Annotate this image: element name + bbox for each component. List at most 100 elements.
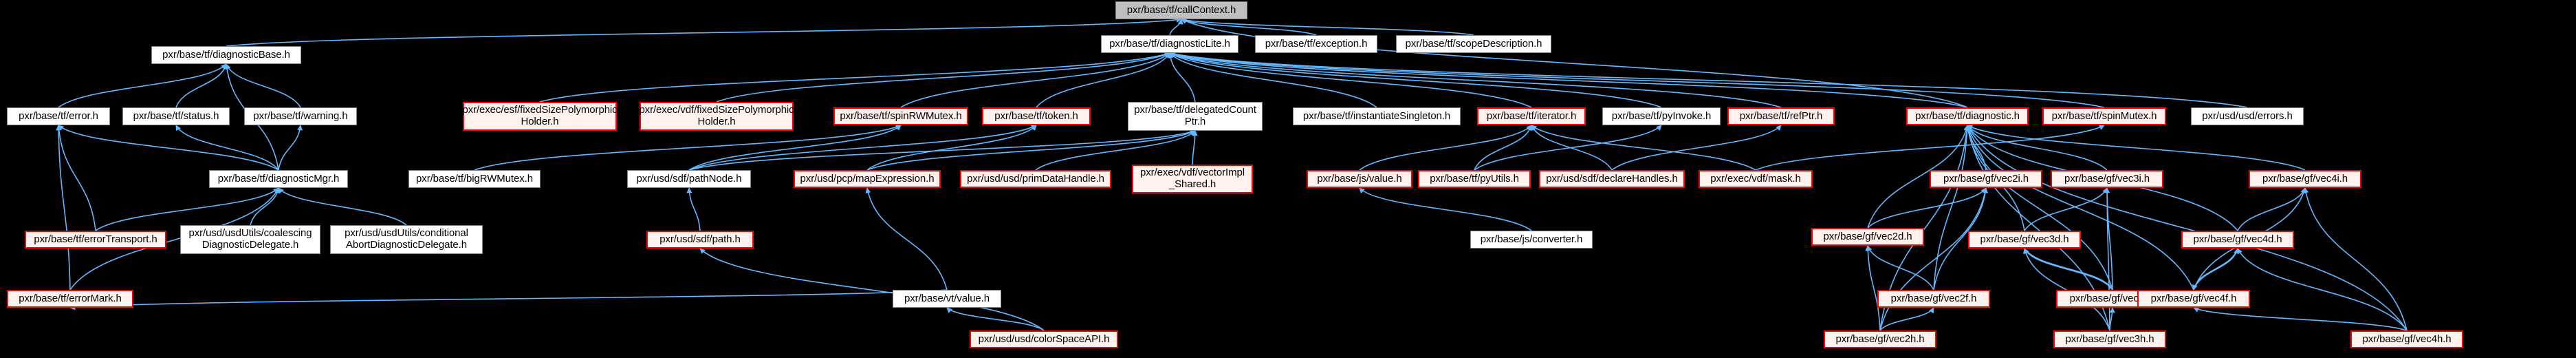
edge-status-to-diagnosticBase bbox=[175, 63, 228, 108]
node-warning[interactable]: pxr/base/tf/warning.h bbox=[244, 107, 357, 125]
node-spinMutex[interactable]: pxr/base/tf/spinMutex.h bbox=[2042, 107, 2166, 125]
edge-scopeDescription-to-callContext bbox=[1181, 17, 1474, 36]
edge-exception-to-callContext bbox=[1181, 19, 1317, 36]
node-diagnostic[interactable]: pxr/base/tf/diagnostic.h bbox=[1906, 107, 2029, 125]
node-status[interactable]: pxr/base/tf/status.h bbox=[122, 107, 230, 125]
node-diagnosticBase[interactable]: pxr/base/tf/diagnosticBase.h bbox=[151, 46, 301, 64]
edge-usdErrors-to-diagnosticLite bbox=[1169, 51, 2248, 108]
edge-diagnosticMgr-to-status bbox=[175, 125, 279, 171]
node-vec2h[interactable]: pxr/base/gf/vec2h.h bbox=[1824, 330, 1936, 348]
edge-vec2f-to-vec2d bbox=[1866, 245, 1934, 291]
edge-diagnostic-to-diagnosticLite bbox=[1169, 52, 1968, 108]
node-callContext[interactable]: pxr/base/tf/callContext.h bbox=[1115, 1, 1247, 19]
node-vec4i[interactable]: pxr/base/gf/vec4i.h bbox=[2249, 170, 2361, 188]
edge-vec3d-to-vec3f bbox=[2024, 248, 2113, 291]
node-vec3d[interactable]: pxr/base/gf/vec3d.h bbox=[1968, 231, 2081, 249]
edge-diagnosticMgr-to-warning bbox=[278, 125, 303, 171]
edge-warning-to-diagnosticBase bbox=[226, 63, 301, 108]
node-instantiateSingleton[interactable]: pxr/base/tf/instantiateSingleton.h bbox=[1293, 107, 1461, 125]
edge-vtValue-to-errorMark bbox=[69, 289, 948, 310]
node-vtValue[interactable]: pxr/base/vt/value.h bbox=[893, 290, 1001, 308]
node-vectorImplShared[interactable]: pxr/exec/vdf/vectorImpl _Shared.h bbox=[1132, 165, 1253, 193]
edge-vec4f-to-vec4d bbox=[2193, 248, 2240, 291]
node-vec2f[interactable]: pxr/base/gf/vec2f.h bbox=[1877, 290, 1990, 308]
node-vdfFixedSize[interactable]: pxr/exec/vdf/fixedSizePolymorphic Holder… bbox=[639, 102, 794, 131]
edge-vec4f-to-diagnostic bbox=[1966, 125, 2194, 291]
node-vec3h[interactable]: pxr/base/gf/vec3h.h bbox=[2053, 330, 2166, 348]
node-primDataHandle[interactable]: pxr/usd/usd/primDataHandle.h bbox=[960, 170, 1111, 188]
edge-vec3h-to-vec3f bbox=[2109, 307, 2115, 331]
node-diagnosticMgr[interactable]: pxr/base/tf/diagnosticMgr.h bbox=[209, 170, 348, 188]
node-esfFixedSize[interactable]: pxr/exec/esf/fixedSizePolymorphic Holder… bbox=[462, 102, 618, 131]
node-scopeDescription[interactable]: pxr/base/tf/scopeDescription.h bbox=[1396, 35, 1551, 53]
edge-instantiateSingleton-to-diagnosticLite bbox=[1169, 52, 1377, 108]
node-exception[interactable]: pxr/base/tf/exception.h bbox=[1255, 35, 1377, 53]
edge-pyUtils-to-pyInvoke bbox=[1474, 125, 1662, 171]
node-vec3i[interactable]: pxr/base/gf/vec3i.h bbox=[2051, 170, 2163, 188]
edge-diagnostic-to-callContext bbox=[1181, 19, 1968, 108]
node-jsValue[interactable]: pxr/base/js/value.h bbox=[1307, 170, 1412, 188]
node-delegatedCountPtr[interactable]: pxr/base/tf/delegatedCount Ptr.h bbox=[1128, 102, 1263, 131]
node-vec4h[interactable]: pxr/base/gf/vec4h.h bbox=[2350, 330, 2463, 348]
edge-vec4h-to-vec4d bbox=[2237, 248, 2408, 331]
edge-jsConverter-to-jsValue bbox=[1359, 187, 1532, 231]
edge-vec2f-to-diagnostic bbox=[1933, 125, 1970, 291]
edge-errorTransport-to-diagnosticMgr bbox=[95, 187, 279, 231]
edge-pcpMapExpression-to-token bbox=[866, 125, 1037, 171]
edge-errorMark-to-error bbox=[56, 125, 71, 291]
edge-sdfPathNode-to-delegatedCountPtr bbox=[688, 129, 1196, 171]
node-vec4f[interactable]: pxr/base/gf/vec4f.h bbox=[2137, 290, 2250, 308]
node-declareHandles[interactable]: pxr/usd/sdf/declareHandles.h bbox=[1539, 170, 1685, 188]
node-sdfPathNode[interactable]: pxr/usd/sdf/pathNode.h bbox=[627, 170, 751, 188]
node-iterator[interactable]: pxr/base/tf/iterator.h bbox=[1477, 107, 1586, 125]
node-pyUtils[interactable]: pxr/base/tf/pyUtils.h bbox=[1418, 170, 1531, 188]
node-token[interactable]: pxr/base/tf/token.h bbox=[982, 107, 1091, 125]
edge-sdfPathNode-to-spinRWMutex bbox=[688, 125, 902, 171]
edge-sdfPath-to-sdfPathNode bbox=[686, 187, 701, 231]
edge-colorSpaceAPI-to-vtValue bbox=[946, 307, 1045, 331]
node-colorSpaceAPI[interactable]: pxr/usd/usd/colorSpaceAPI.h bbox=[970, 330, 1118, 348]
node-pcpMapExpression[interactable]: pxr/usd/pcp/mapExpression.h bbox=[794, 170, 941, 188]
node-vec4d[interactable]: pxr/base/gf/vec4d.h bbox=[2181, 231, 2294, 249]
node-vdfMask[interactable]: pxr/exec/vdf/mask.h bbox=[1699, 170, 1813, 188]
edge-vdfFixedSize-to-diagnosticLite bbox=[716, 52, 1170, 103]
node-sdfPath[interactable]: pxr/usd/sdf/path.h bbox=[646, 231, 754, 249]
node-pyInvoke[interactable]: pxr/base/tf/pyInvoke.h bbox=[1602, 107, 1721, 125]
node-errorMark[interactable]: pxr/base/tf/errorMark.h bbox=[7, 290, 133, 308]
node-usdErrors[interactable]: pxr/usd/usd/errors.h bbox=[2191, 107, 2304, 125]
edge-vec3f-to-diagnostic bbox=[1965, 125, 2113, 291]
node-errorTransport[interactable]: pxr/base/tf/errorTransport.h bbox=[25, 231, 166, 249]
edge-vec2h-to-vec2f bbox=[1879, 307, 1934, 331]
edge-diagnosticLite-to-callContext bbox=[1169, 19, 1183, 36]
edge-delegatedCountPtr-to-diagnosticLite bbox=[1167, 52, 1196, 103]
node-diagnosticLite[interactable]: pxr/base/tf/diagnosticLite.h bbox=[1101, 35, 1238, 53]
edge-pyInvoke-to-diagnosticLite bbox=[1169, 52, 1662, 108]
node-bigRWMutex[interactable]: pxr/base/tf/bigRWMutex.h bbox=[408, 170, 541, 188]
node-conditionalAbortDelegate[interactable]: pxr/usd/usdUtils/conditional AbortDiagno… bbox=[330, 225, 483, 254]
edge-vec3h-to-vec3i bbox=[2104, 187, 2110, 331]
edge-diagnosticBase-to-callContext bbox=[226, 17, 1182, 47]
edge-errorTransport-to-error bbox=[56, 125, 96, 231]
edge-vec4h-to-vec4i bbox=[2303, 187, 2408, 331]
node-error[interactable]: pxr/base/tf/error.h bbox=[7, 107, 110, 125]
edge-conditionalAbortDelegate-to-diagnosticMgr bbox=[278, 187, 407, 226]
edge-declareHandles-to-refPtr bbox=[1611, 125, 1782, 171]
edge-esfFixedSize-to-diagnosticLite bbox=[539, 52, 1170, 103]
edge-sdfPathNode-to-token bbox=[688, 125, 1037, 171]
node-spinRWMutex[interactable]: pxr/base/tf/spinRWMutex.h bbox=[833, 107, 968, 125]
edge-vec3d-to-vec3i bbox=[2024, 187, 2108, 231]
edge-vec4h-to-vec4f bbox=[2193, 307, 2408, 331]
edge-bigRWMutex-to-spinRWMutex bbox=[474, 125, 902, 171]
edge-spinRWMutex-to-diagnosticLite bbox=[900, 52, 1170, 108]
edge-vec4i-to-diagnostic bbox=[1967, 125, 2306, 171]
edge-coalescingDelegate-to-diagnosticMgr bbox=[250, 187, 281, 226]
edge-vec2h-to-vec2d bbox=[1865, 245, 1881, 331]
node-vec2i[interactable]: pxr/base/gf/vec2i.h bbox=[1930, 170, 2042, 188]
node-jsConverter[interactable]: pxr/base/js/converter.h bbox=[1470, 231, 1593, 249]
node-coalescingDelegate[interactable]: pxr/usd/usdUtils/coalescing DiagnosticDe… bbox=[180, 225, 320, 254]
edge-refPtr-to-diagnosticLite bbox=[1169, 52, 1782, 108]
node-refPtr[interactable]: pxr/base/tf/refPtr.h bbox=[1727, 107, 1835, 125]
node-vec2d[interactable]: pxr/base/gf/vec2d.h bbox=[1811, 228, 1924, 246]
edge-vtValue-to-pcpMapExpression bbox=[865, 187, 948, 291]
